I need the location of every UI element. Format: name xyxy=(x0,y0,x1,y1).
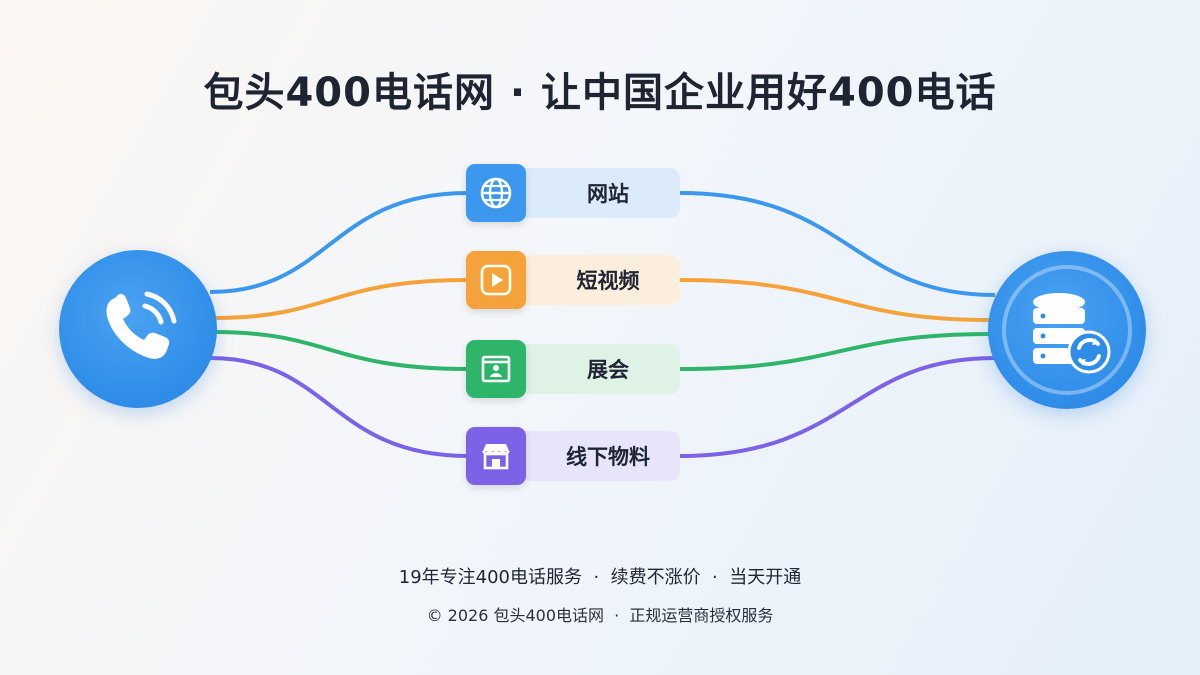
channel-pill: 展会 xyxy=(496,344,680,394)
globe-icon xyxy=(480,177,512,209)
footer-copyright: © 2026 包头400电话网 · 正规运营商授权服务 xyxy=(426,606,774,625)
channel-exhibition: 展会 xyxy=(466,340,680,398)
channel-short-video: 短视频 xyxy=(466,251,680,309)
link-left-expo xyxy=(213,330,469,371)
channel-label: 线下物料 xyxy=(566,445,650,469)
channel-label: 短视频 xyxy=(576,269,640,293)
hub-ring xyxy=(1002,265,1132,395)
channel-website: 网站 xyxy=(466,164,680,222)
channel-pill: 短视频 xyxy=(496,255,680,305)
play-icon xyxy=(480,264,512,296)
channel-icon-box xyxy=(466,427,526,485)
channel-icon-box xyxy=(466,340,526,398)
channel-pill: 线下物料 xyxy=(496,431,680,481)
channel-offline-materials: 线下物料 xyxy=(466,427,680,485)
link-right-video xyxy=(679,278,991,322)
channel-label: 网站 xyxy=(587,182,629,206)
channel-icon-box xyxy=(466,164,526,222)
link-left-offline xyxy=(209,356,469,458)
channel-pill: 网站 xyxy=(496,168,680,218)
link-right-expo xyxy=(679,332,991,371)
storefront-icon xyxy=(482,444,510,470)
link-left-video xyxy=(213,278,469,320)
footer-slogan: 19年专注400电话服务 · 续费不涨价 · 当天开通 xyxy=(398,567,802,588)
database-hub xyxy=(988,251,1146,409)
phone-hub xyxy=(59,250,217,408)
link-right-offline xyxy=(679,356,996,458)
page-title: 包头400电话网 · 让中国企业用好400电话 xyxy=(203,70,997,116)
channel-label: 展会 xyxy=(587,358,629,382)
link-left-website xyxy=(209,191,469,294)
exhibition-booth-icon xyxy=(481,355,511,383)
channel-icon-box xyxy=(466,251,526,309)
database-sync-icon xyxy=(1033,293,1111,374)
link-right-website xyxy=(679,191,996,297)
phone-ringing-icon xyxy=(106,291,177,359)
